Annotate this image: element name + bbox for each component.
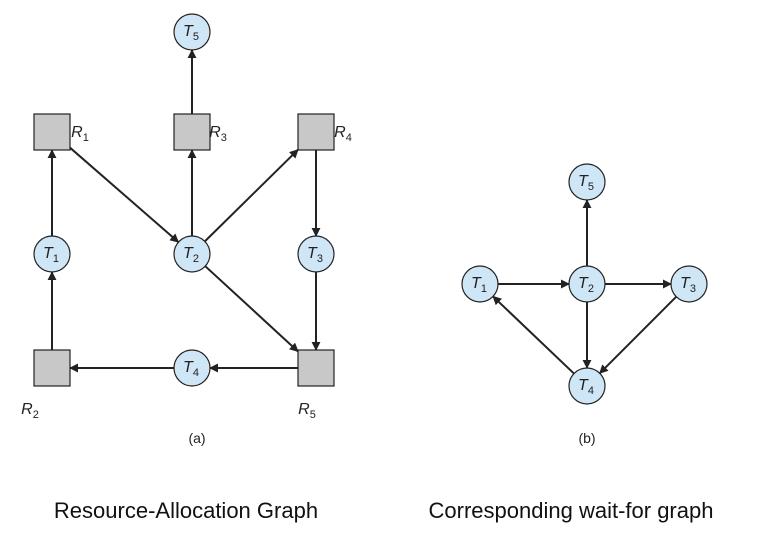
graph-b-process-t2 — [568, 265, 606, 303]
graph-a-process-t5 — [173, 13, 211, 51]
graph-b-edge-t3-t4 — [599, 296, 677, 374]
graph-b-process-t4-label: T4 — [578, 377, 594, 397]
graph-a-process-t2-label: T2 — [183, 245, 199, 265]
graph-a-process-t4 — [173, 349, 211, 387]
graph-a-sublabel: (a) — [188, 430, 205, 446]
graph-a-resource-r1-label: R1 — [71, 124, 89, 144]
graph-b-process-t2-label: T2 — [578, 275, 594, 295]
graph-a-edges — [47, 49, 321, 373]
graph-a-edge-r1-t2 — [69, 146, 180, 243]
graph-a-resource-r2 — [33, 349, 71, 387]
graph-a-resource-r3 — [173, 113, 211, 151]
graph-b-sublabel: (b) — [578, 430, 595, 446]
graph-a-edge-t2-r4 — [204, 148, 299, 243]
graph-b-process-t1-label: T1 — [471, 275, 487, 295]
graph-b-process-t4 — [568, 367, 606, 405]
graph-b-process-t1 — [461, 265, 499, 303]
graph-a-process-t3 — [297, 235, 335, 273]
graph-a-resource-r1 — [33, 113, 71, 151]
graph-b-process-t5-label: T5 — [578, 173, 594, 193]
graph-a-edge-t2-r5 — [204, 265, 299, 353]
graph-b-process-t3 — [670, 265, 708, 303]
graph-a-resource-r4 — [297, 113, 335, 151]
graph-a-resource-r5 — [297, 349, 335, 387]
graph-a-process-t5-label: T5 — [183, 23, 199, 43]
graph-a-process-t1-label: T1 — [43, 245, 59, 265]
graph-a-resource-r4-label: R4 — [334, 124, 352, 144]
graph-b-caption: Corresponding wait-for graph — [429, 498, 714, 523]
graph-b-edge-t4-t1 — [492, 295, 575, 375]
graph-a-caption: Resource-Allocation Graph — [54, 498, 318, 523]
graph-a-resource-r2-label: R2 — [21, 401, 39, 421]
graph-b-process-t5 — [568, 163, 606, 201]
graph-a-process-t2 — [173, 235, 211, 273]
graph-b-process-t3-label: T3 — [680, 275, 696, 295]
graph-a-process-t3-label: T3 — [307, 245, 323, 265]
graph-a-resource-r3-label: R3 — [209, 124, 227, 144]
graph-a-process-t4-label: T4 — [183, 359, 199, 379]
graph-b-edges — [492, 199, 677, 375]
graph-a-resource-r5-label: R5 — [298, 401, 316, 421]
graph-a-process-t1 — [33, 235, 71, 273]
